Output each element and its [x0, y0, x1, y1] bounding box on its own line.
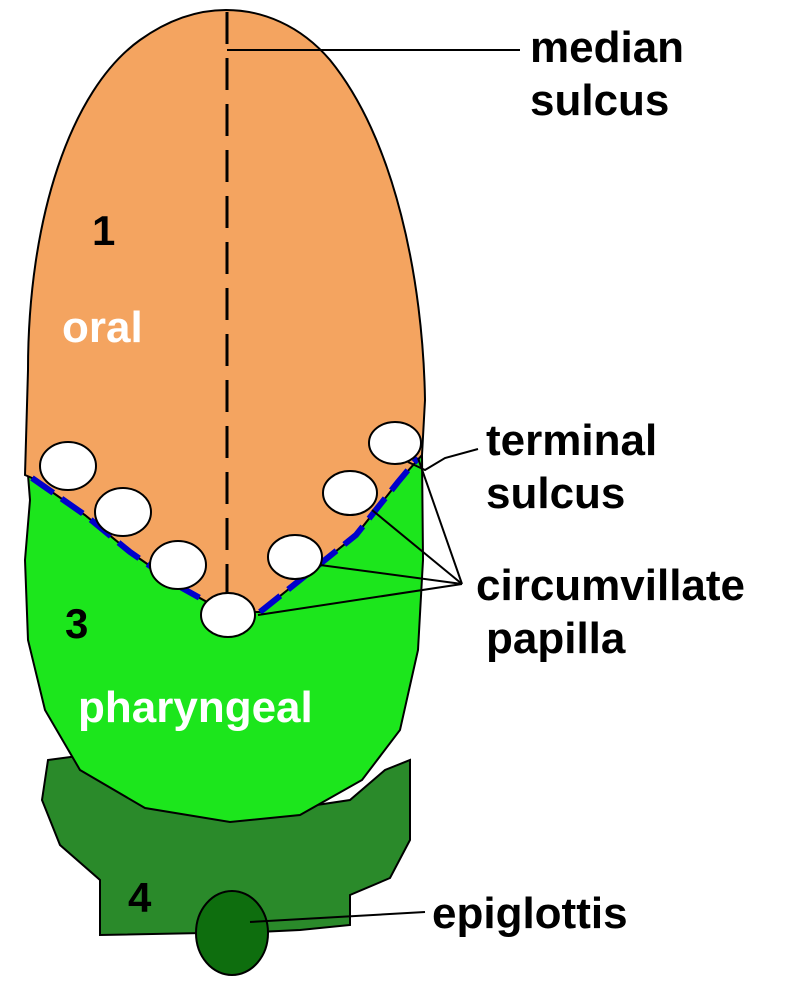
region-number-epiglottic: 4 [128, 874, 152, 921]
epiglottis-label: epiglottis [432, 889, 628, 938]
region-name-pharyngeal: pharyngeal [78, 683, 313, 732]
papilla-circle [268, 535, 322, 579]
region-number-oral: 1 [92, 207, 115, 254]
terminal-sulcus-label-line2: sulcus [486, 469, 625, 518]
terminal-sulcus-label-line1: terminal [486, 416, 657, 465]
median-sulcus-label-line1: median [530, 23, 684, 72]
median-sulcus-label-line2: sulcus [530, 76, 669, 125]
circumvallate-label-line1: circumvillate [476, 561, 745, 610]
papilla-circle [369, 422, 421, 464]
epiglottis-shape [196, 891, 268, 975]
papilla-circle [95, 488, 151, 536]
papilla-circle [150, 541, 206, 589]
region-number-pharyngeal: 3 [65, 600, 88, 647]
papilla-circle [201, 593, 255, 637]
papilla-circle [40, 442, 96, 490]
papilla-circle [323, 471, 377, 515]
region-name-oral: oral [62, 303, 143, 352]
circumvallate-label-line2: papilla [486, 614, 626, 663]
